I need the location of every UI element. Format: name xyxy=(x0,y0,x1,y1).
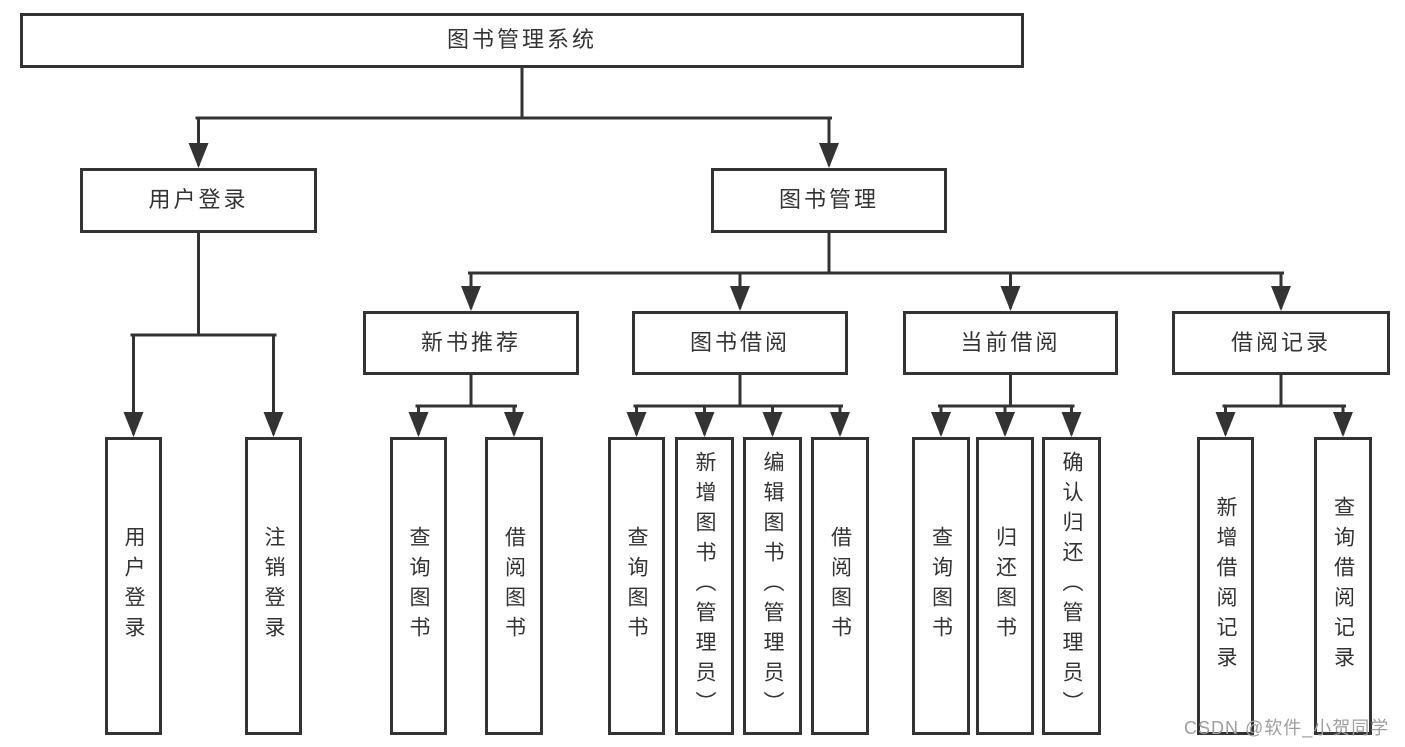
leaf-recommendation-query-books: 查询图书 xyxy=(390,437,447,735)
leaf-add-borrow-record: 新增借阅记录 xyxy=(1197,437,1254,735)
leaf-user-login: 用户登录 xyxy=(105,437,162,735)
leaf-add-books-admin: 新增图书（管理员） xyxy=(675,437,734,735)
node-new-book-recommendation: 新书推荐 xyxy=(363,311,579,375)
node-user-login: 用户登录 xyxy=(80,168,317,233)
node-book-management: 图书管理 xyxy=(711,168,947,233)
leaf-return-books: 归还图书 xyxy=(976,437,1034,735)
leaf-confirm-return-admin: 确认归还（管理员） xyxy=(1042,437,1101,735)
leaf-current-query-books: 查询图书 xyxy=(912,437,970,735)
node-borrowing-records: 借阅记录 xyxy=(1172,311,1390,375)
node-book-borrowing: 图书借阅 xyxy=(632,311,848,375)
leaf-logout: 注销登录 xyxy=(245,437,302,735)
leaf-recommendation-borrow-books: 借阅图书 xyxy=(485,437,543,735)
csdn-watermark: CSDN @软件_小贺同学 xyxy=(1184,718,1390,738)
leaf-borrowing-query-books: 查询图书 xyxy=(608,437,665,735)
leaf-query-borrow-record: 查询借阅记录 xyxy=(1314,437,1372,735)
leaf-edit-books-admin: 编辑图书（管理员） xyxy=(743,437,802,735)
leaf-borrow-books: 借阅图书 xyxy=(811,437,869,735)
node-library-management-system: 图书管理系统 xyxy=(20,13,1024,68)
node-current-borrowing: 当前借阅 xyxy=(903,311,1118,375)
